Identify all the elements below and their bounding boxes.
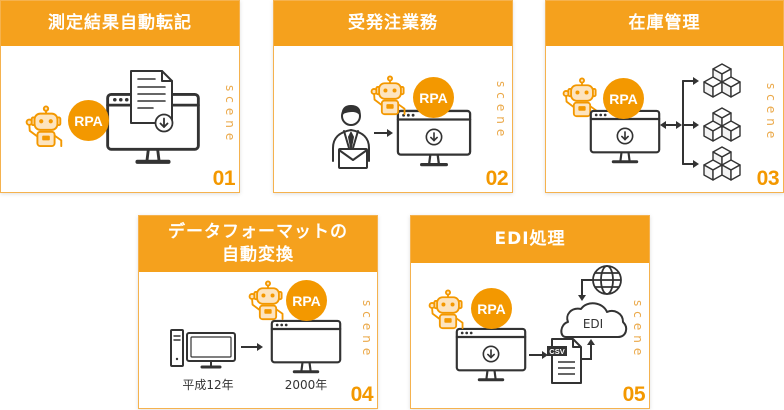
scene-card-05: EDI処理 EDI bbox=[410, 215, 650, 409]
download-icon bbox=[425, 128, 443, 146]
rpa-badge-label: RPA bbox=[292, 292, 321, 309]
scene-illustration bbox=[332, 75, 472, 169]
arrow-down-icon bbox=[578, 279, 593, 301]
rpa-badge-label: RPA bbox=[609, 90, 638, 107]
scene-card-header: 受発注業務 bbox=[274, 1, 512, 46]
scene-title-line-1: データフォーマットの bbox=[168, 222, 348, 242]
scene-card-header: 測定結果自動転記 bbox=[1, 1, 239, 46]
before-year-label: 平成12年 bbox=[182, 378, 234, 392]
desktop-pc-icon bbox=[170, 329, 236, 369]
scene-illustration bbox=[25, 70, 240, 193]
scene-card-02: 受発注業務 RPA scene 0 bbox=[273, 0, 513, 193]
scene-number: 03 bbox=[756, 167, 780, 190]
rpa-badge: RPA bbox=[68, 100, 109, 141]
csv-file-label: CSV bbox=[549, 347, 564, 356]
document-icon bbox=[130, 70, 173, 124]
arrow-right-icon bbox=[241, 343, 263, 351]
scene-card-header: データフォーマットの 自動変換 bbox=[139, 216, 377, 272]
scene-card-04: データフォーマットの 自動変換 平成12年 2000年 bbox=[138, 215, 378, 409]
scene-card-header: EDI処理 bbox=[411, 216, 649, 263]
scene-title: 在庫管理 bbox=[628, 13, 701, 33]
scene-illustration: EDI CSV bbox=[428, 265, 628, 384]
rpa-badge-label: RPA bbox=[419, 89, 448, 106]
scene-title: EDI処理 bbox=[494, 229, 566, 249]
cloud-icon: EDI bbox=[560, 302, 628, 338]
rpa-badge-label: RPA bbox=[74, 112, 103, 129]
robot-icon bbox=[370, 75, 406, 116]
robot-icon bbox=[25, 105, 63, 148]
robot-icon bbox=[248, 280, 284, 321]
after-year-label: 2000年 bbox=[284, 378, 328, 392]
arrow-right-icon bbox=[374, 129, 393, 137]
scene-title: 測定結果自動転記 bbox=[48, 13, 192, 33]
boxes-icon bbox=[703, 146, 741, 181]
scene-number: 01 bbox=[212, 167, 236, 190]
download-icon bbox=[482, 345, 500, 363]
scene-title-line-2: 自動変換 bbox=[222, 245, 294, 265]
scene-card-header: 在庫管理 bbox=[546, 1, 783, 46]
cloud-label: EDI bbox=[583, 317, 603, 331]
scene-vertical-label: scene bbox=[223, 85, 237, 146]
distribution-bracket bbox=[682, 77, 699, 168]
boxes-icon bbox=[703, 63, 741, 98]
rpa-badge: RPA bbox=[603, 78, 644, 119]
double-arrow-icon bbox=[660, 121, 682, 129]
scene-number: 05 bbox=[622, 383, 646, 406]
arrow-right-icon bbox=[529, 351, 548, 359]
scene-title: 受発注業務 bbox=[348, 13, 438, 33]
scene-illustration bbox=[170, 280, 342, 374]
download-icon bbox=[154, 113, 174, 133]
scene-card-03: 在庫管理 RPA bbox=[545, 0, 784, 193]
scene-vertical-label: scene bbox=[494, 81, 508, 142]
scene-card-01: 測定結果自動転記 RPA scene 01 bbox=[0, 0, 240, 193]
scene-number: 02 bbox=[485, 167, 509, 190]
scene-vertical-label: scene bbox=[764, 83, 778, 144]
boxes-icon bbox=[703, 107, 741, 142]
rpa-badge-label: RPA bbox=[477, 300, 506, 317]
download-icon bbox=[616, 127, 634, 145]
rpa-badge: RPA bbox=[286, 280, 327, 321]
scene-illustration bbox=[562, 63, 741, 181]
robot-icon bbox=[428, 289, 464, 330]
envelope-icon bbox=[338, 148, 368, 169]
rpa-badge: RPA bbox=[413, 77, 454, 118]
scene-number: 04 bbox=[350, 383, 374, 406]
rpa-badge: RPA bbox=[471, 288, 512, 329]
csv-file-icon: CSV bbox=[547, 338, 582, 384]
arrow-up-icon bbox=[582, 339, 595, 360]
globe-icon bbox=[592, 265, 622, 295]
monitor-icon bbox=[270, 319, 342, 374]
scene-vertical-label: scene bbox=[360, 300, 374, 361]
scene-vertical-label: scene bbox=[631, 300, 645, 361]
